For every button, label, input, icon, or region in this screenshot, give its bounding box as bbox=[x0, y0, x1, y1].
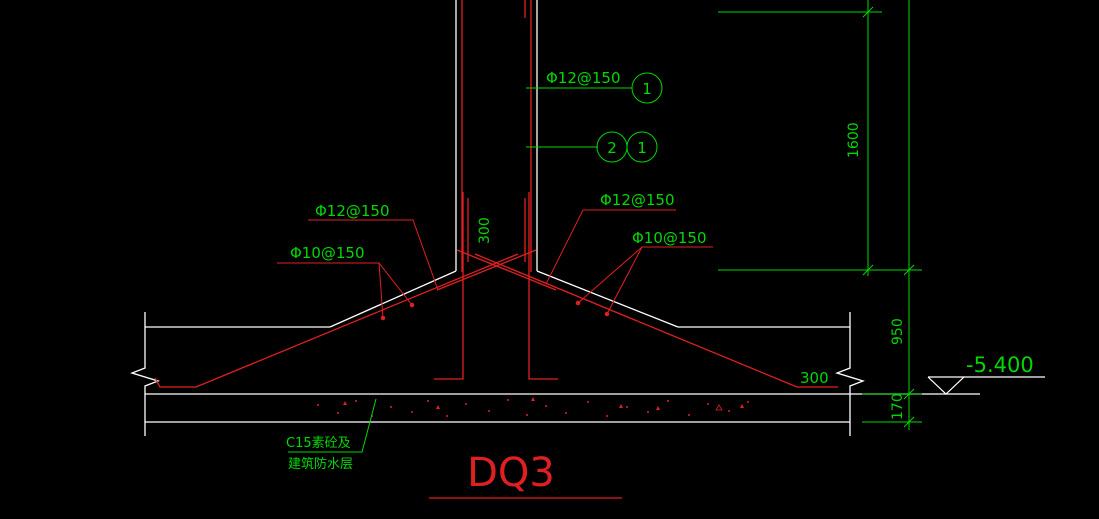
hatch-triangle bbox=[715, 404, 723, 411]
tick bbox=[862, 264, 874, 276]
haunch-left bbox=[329, 270, 457, 328]
hatch-dot bbox=[587, 401, 589, 403]
tick bbox=[862, 6, 874, 18]
bubble-1b-label: 1 bbox=[637, 139, 647, 157]
footing-bar-right bbox=[474, 253, 838, 388]
hatch-triangle bbox=[531, 397, 535, 401]
hook-length-label: 300 bbox=[800, 369, 829, 387]
hatch-dot bbox=[747, 401, 749, 403]
hatch-dot bbox=[507, 399, 509, 401]
footing-bar-left bbox=[154, 253, 519, 388]
elevation-triangle bbox=[927, 376, 965, 395]
hatch-dot bbox=[465, 403, 467, 405]
hatch-dot bbox=[647, 411, 649, 413]
callout-rebar-left-upper: Φ12@150 bbox=[315, 202, 390, 220]
hatch-dot bbox=[427, 400, 429, 402]
hatch-dot bbox=[545, 405, 547, 407]
elevation-value: -5.400 bbox=[966, 353, 1034, 377]
tick bbox=[903, 388, 915, 400]
leader-left-lower-branch bbox=[378, 262, 413, 306]
dimension-lines bbox=[718, 0, 922, 430]
hatch-dot bbox=[626, 406, 628, 408]
elevation-marker bbox=[927, 376, 1045, 395]
leader-cushion bbox=[288, 398, 377, 453]
haunch-bar-right bbox=[456, 249, 557, 291]
haunch-right bbox=[536, 270, 679, 328]
text-layer: Φ12@150 1 2 1 Φ12@150 Φ10@150 Φ12@150 Φ1… bbox=[286, 69, 1034, 496]
hatch-triangle bbox=[343, 401, 347, 405]
callout-rebar-left-lower: Φ10@150 bbox=[290, 244, 365, 262]
tick bbox=[903, 416, 915, 428]
footing-break-left bbox=[130, 312, 160, 394]
hatch-dot bbox=[526, 414, 528, 416]
haunch-bar-left bbox=[436, 249, 537, 291]
hatch-dot bbox=[390, 406, 392, 408]
callout-rebar-right-lower: Φ10@150 bbox=[632, 229, 707, 247]
bubble-1-top bbox=[631, 72, 663, 104]
cushion-note-line1: C15素砼及 bbox=[286, 436, 351, 451]
leader-left-upper bbox=[308, 219, 439, 291]
hatch-dot bbox=[488, 410, 490, 412]
leader-lines bbox=[277, 87, 713, 453]
dim-footing-height: 950 bbox=[890, 318, 906, 345]
hatch-triangle bbox=[436, 405, 440, 409]
rebar-group bbox=[154, 0, 838, 388]
leader-right-lower bbox=[577, 246, 713, 304]
hatch-dot bbox=[411, 411, 413, 413]
hatch-dot bbox=[667, 400, 669, 402]
leader-right-lower-branch bbox=[606, 246, 643, 315]
lap-length-label: 300 bbox=[477, 217, 493, 244]
hatch-dot bbox=[446, 415, 448, 417]
hatch-triangle bbox=[619, 404, 623, 408]
bubble-1-bottom bbox=[626, 131, 658, 163]
hatch-triangle bbox=[740, 404, 744, 408]
hatch-dot bbox=[688, 414, 690, 416]
cushion-hatch bbox=[317, 397, 749, 417]
hatch-dot bbox=[707, 403, 709, 405]
callout-rebar-right-upper: Φ12@150 bbox=[600, 191, 675, 209]
bubble-1-label: 1 bbox=[642, 80, 652, 98]
hatch-dot bbox=[337, 412, 339, 414]
leader-right-upper bbox=[545, 209, 676, 285]
cushion-note-line2: 建筑防水层 bbox=[288, 456, 353, 472]
dowel-right bbox=[528, 192, 558, 380]
hatch-dot bbox=[317, 404, 319, 406]
hatch-dot bbox=[606, 415, 608, 417]
tick bbox=[903, 264, 915, 276]
callout-bubbles bbox=[596, 72, 663, 163]
drawing-title: DQ3 bbox=[467, 450, 555, 496]
hatch-dot bbox=[355, 400, 357, 402]
callout-rebar-top-right: Φ12@150 bbox=[546, 69, 621, 87]
concrete-outline bbox=[130, 0, 980, 436]
dowel-left bbox=[434, 192, 464, 380]
dim-wall-height: 1600 bbox=[846, 122, 862, 158]
leader-left-lower bbox=[277, 262, 384, 319]
bubble-2-label: 2 bbox=[607, 139, 617, 157]
footing-break-right bbox=[835, 312, 865, 394]
hatch-dot bbox=[728, 410, 730, 412]
hatch-dot bbox=[565, 412, 567, 414]
dim-cushion-thickness: 170 bbox=[890, 393, 906, 420]
hatch-triangle bbox=[656, 406, 660, 410]
